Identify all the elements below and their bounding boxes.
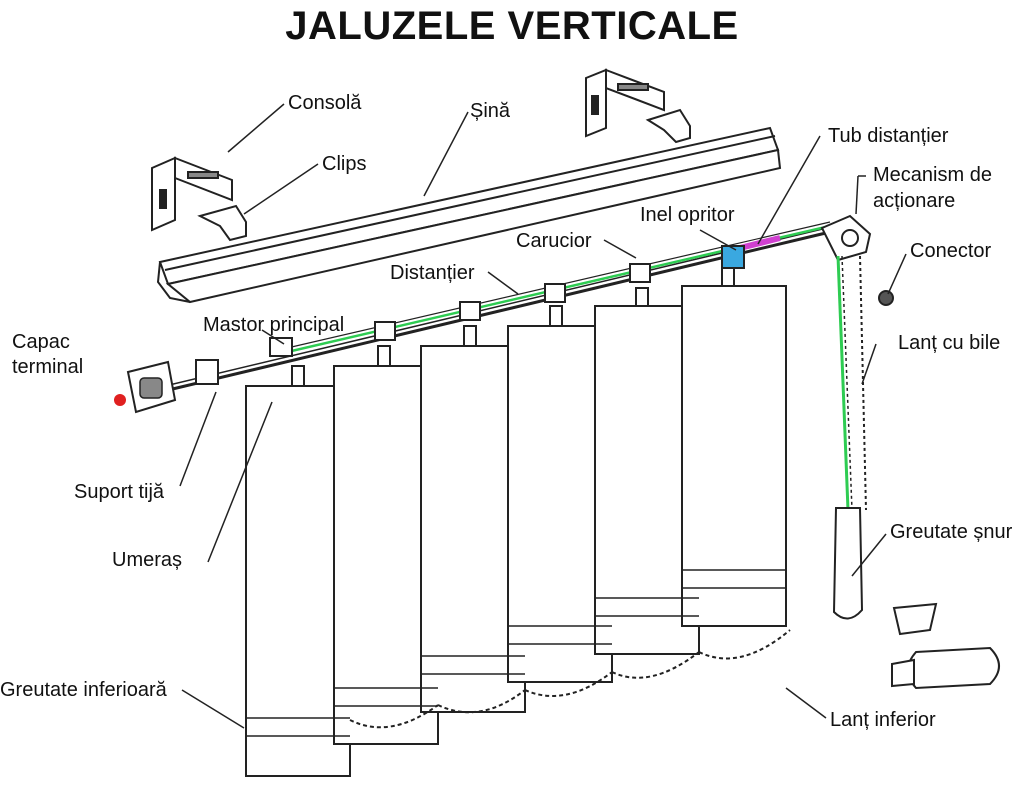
label-conector: Conector: [910, 240, 992, 262]
hangers: [291, 267, 735, 387]
bracket-left-icon: [151, 156, 233, 232]
label-inel-opritor: Inel opritor: [640, 204, 735, 226]
label-carucior: Carucior: [516, 230, 592, 252]
connector-icon: [878, 290, 894, 306]
label-mastor-principal: Mastor principal: [203, 314, 345, 336]
label-lant-cu-bile: Lanț cu bile: [898, 332, 1001, 354]
leader-lines: [179, 103, 907, 729]
end-cap-icon: [114, 359, 219, 414]
label-mecanism-line2: acționare: [873, 190, 956, 212]
bracket-right-icon: [585, 68, 665, 138]
label-greutate-snur: Greutate șnur: [890, 521, 1013, 543]
label-lant-inferior: Lanț inferior: [830, 709, 936, 731]
vanes: [245, 285, 787, 777]
label-capac-line1: Capac: [12, 331, 70, 353]
label-capac-line2: terminal: [12, 356, 84, 378]
diagram-title: JALUZELE VERTICALE: [285, 4, 739, 48]
cord-weight-icon: [832, 507, 1000, 690]
label-distantier: Distanțier: [390, 262, 475, 284]
label-consola: Consolă: [288, 92, 362, 114]
clip-right-icon: [645, 108, 691, 144]
bottom-chain: [349, 629, 791, 729]
label-greutate-inferioara: Greutate inferioară: [0, 679, 167, 701]
carriers: [269, 245, 745, 357]
label-mecanism-line1: Mecanism de: [873, 164, 992, 186]
control-mechanism-icon: [820, 214, 872, 262]
label-suport-tija: Suport tijă: [74, 481, 165, 503]
label-umeras: Umeraș: [112, 549, 183, 571]
clip-left-icon: [197, 204, 247, 242]
headrail-rail: [156, 126, 782, 304]
label-sina: Șină: [470, 100, 511, 122]
label-tub-distantier: Tub distanțier: [828, 125, 949, 147]
label-clips: Clips: [322, 153, 367, 175]
